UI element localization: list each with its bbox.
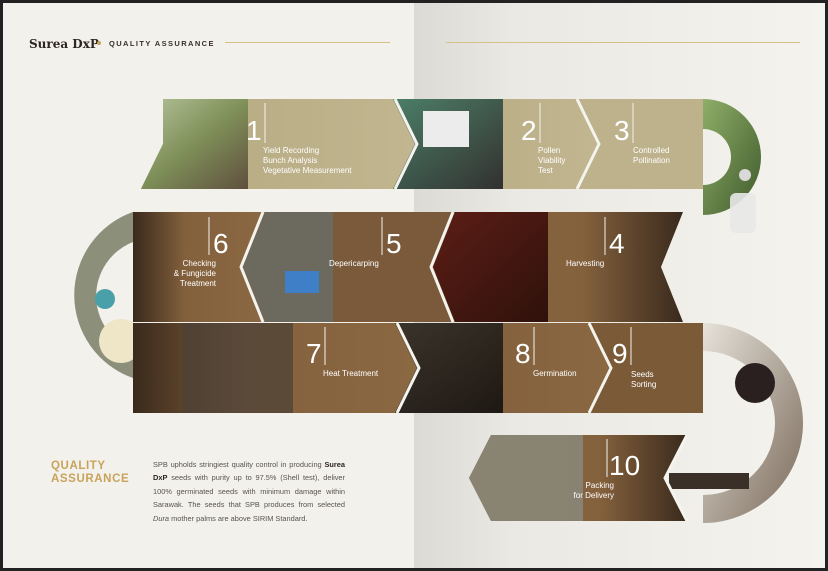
step-3-label-line2: Pollination	[633, 156, 670, 165]
header-rule-right	[446, 42, 800, 43]
step-1-number: 1	[246, 115, 262, 146]
chevron-separators	[239, 98, 689, 522]
heading-line-2: ASSURANCE	[51, 473, 130, 485]
step-2-label-line1: Pollen	[538, 146, 560, 155]
page-frame: Surea DxP QUALITY ASSURANCE	[3, 3, 825, 568]
step-1-label-line2: Bunch Analysis	[263, 156, 317, 165]
step-9-number: 9	[612, 338, 628, 369]
hardhat-shape	[739, 169, 751, 181]
step-10-number: 10	[609, 450, 640, 481]
paragraph-brand: Surea DxP	[153, 460, 345, 483]
step-7-label: Heat Treatment	[323, 369, 379, 378]
basin-shape	[99, 319, 143, 363]
step-2-number: 2	[521, 115, 537, 146]
step-3-label-line1: Controlled	[633, 146, 669, 155]
curve-left	[74, 212, 133, 378]
step-1-label-line1: Yield Recording	[263, 146, 319, 155]
step-9-panel	[587, 323, 703, 413]
step-8-label: Germination	[533, 369, 577, 378]
step-3-panel	[575, 99, 703, 189]
step-3-number: 3	[614, 115, 630, 146]
step-8-number: 8	[515, 338, 531, 369]
step-6-label-line2: & Fungicide	[174, 269, 217, 278]
step-6-label-line3: Treatment	[180, 279, 217, 288]
paragraph-part-1: SPB upholds stringiest quality control i…	[153, 460, 325, 469]
step-4-label: Harvesting	[566, 259, 604, 268]
sack-shape	[730, 193, 756, 233]
step-8-photo	[395, 323, 503, 413]
paragraph-dura: Dura	[153, 513, 170, 523]
heading-line-1: QUALITY	[51, 460, 106, 472]
brand-separator-dot	[97, 41, 101, 45]
step-9-label-line2: Sorting	[631, 380, 656, 389]
basket-shape	[285, 271, 319, 293]
step-10-label-line1: Packing	[586, 481, 614, 490]
step-9-label-line1: Seeds	[631, 370, 654, 379]
quality-assurance-heading: QUALITY ASSURANCE	[51, 460, 129, 486]
step-10-photo	[469, 435, 583, 521]
glove-shape	[95, 289, 115, 309]
number-dividers	[208, 103, 634, 477]
step-6-label-line1: Checking	[183, 259, 216, 268]
step-7-photo	[183, 323, 293, 413]
step-5-number: 5	[386, 228, 402, 259]
step-10-label-line2: for Delivery	[574, 491, 614, 500]
step-7-number: 7	[306, 338, 322, 369]
step-5-label: Depericarping	[329, 259, 379, 268]
section-title: QUALITY ASSURANCE	[109, 39, 215, 48]
curve-right-bottom	[703, 323, 803, 523]
step-1-label-line3: Vegetative Measurement	[263, 166, 352, 175]
quality-assurance-paragraph: SPB upholds stringiest quality control i…	[153, 458, 345, 525]
step-1-photo	[141, 99, 248, 189]
step-5-photo	[241, 212, 333, 322]
step-6-panel	[133, 212, 265, 322]
brand-logo: Surea DxP	[29, 37, 99, 51]
hijab-shape	[735, 363, 775, 403]
tray-shape	[669, 473, 749, 489]
curve-right-top	[703, 99, 761, 215]
paragraph-part-3: mother palms are above SIRIM Standard.	[169, 513, 308, 523]
header-rule-left	[225, 42, 390, 43]
paragraph-part-2: seeds with purity up to 97.5% (Shell tes…	[153, 473, 345, 510]
step-2-label-line2: Viability	[538, 156, 565, 165]
monitor-shape	[423, 111, 469, 147]
step-2-label-line3: Test	[538, 166, 553, 175]
step-6-number: 6	[213, 228, 229, 259]
step-4-number: 4	[609, 228, 625, 259]
step-4-photo	[431, 212, 548, 322]
process-flow-diagram: 1 2 3 4 5 6 7 8 9 10 Yield Recording Bun…	[74, 98, 803, 523]
